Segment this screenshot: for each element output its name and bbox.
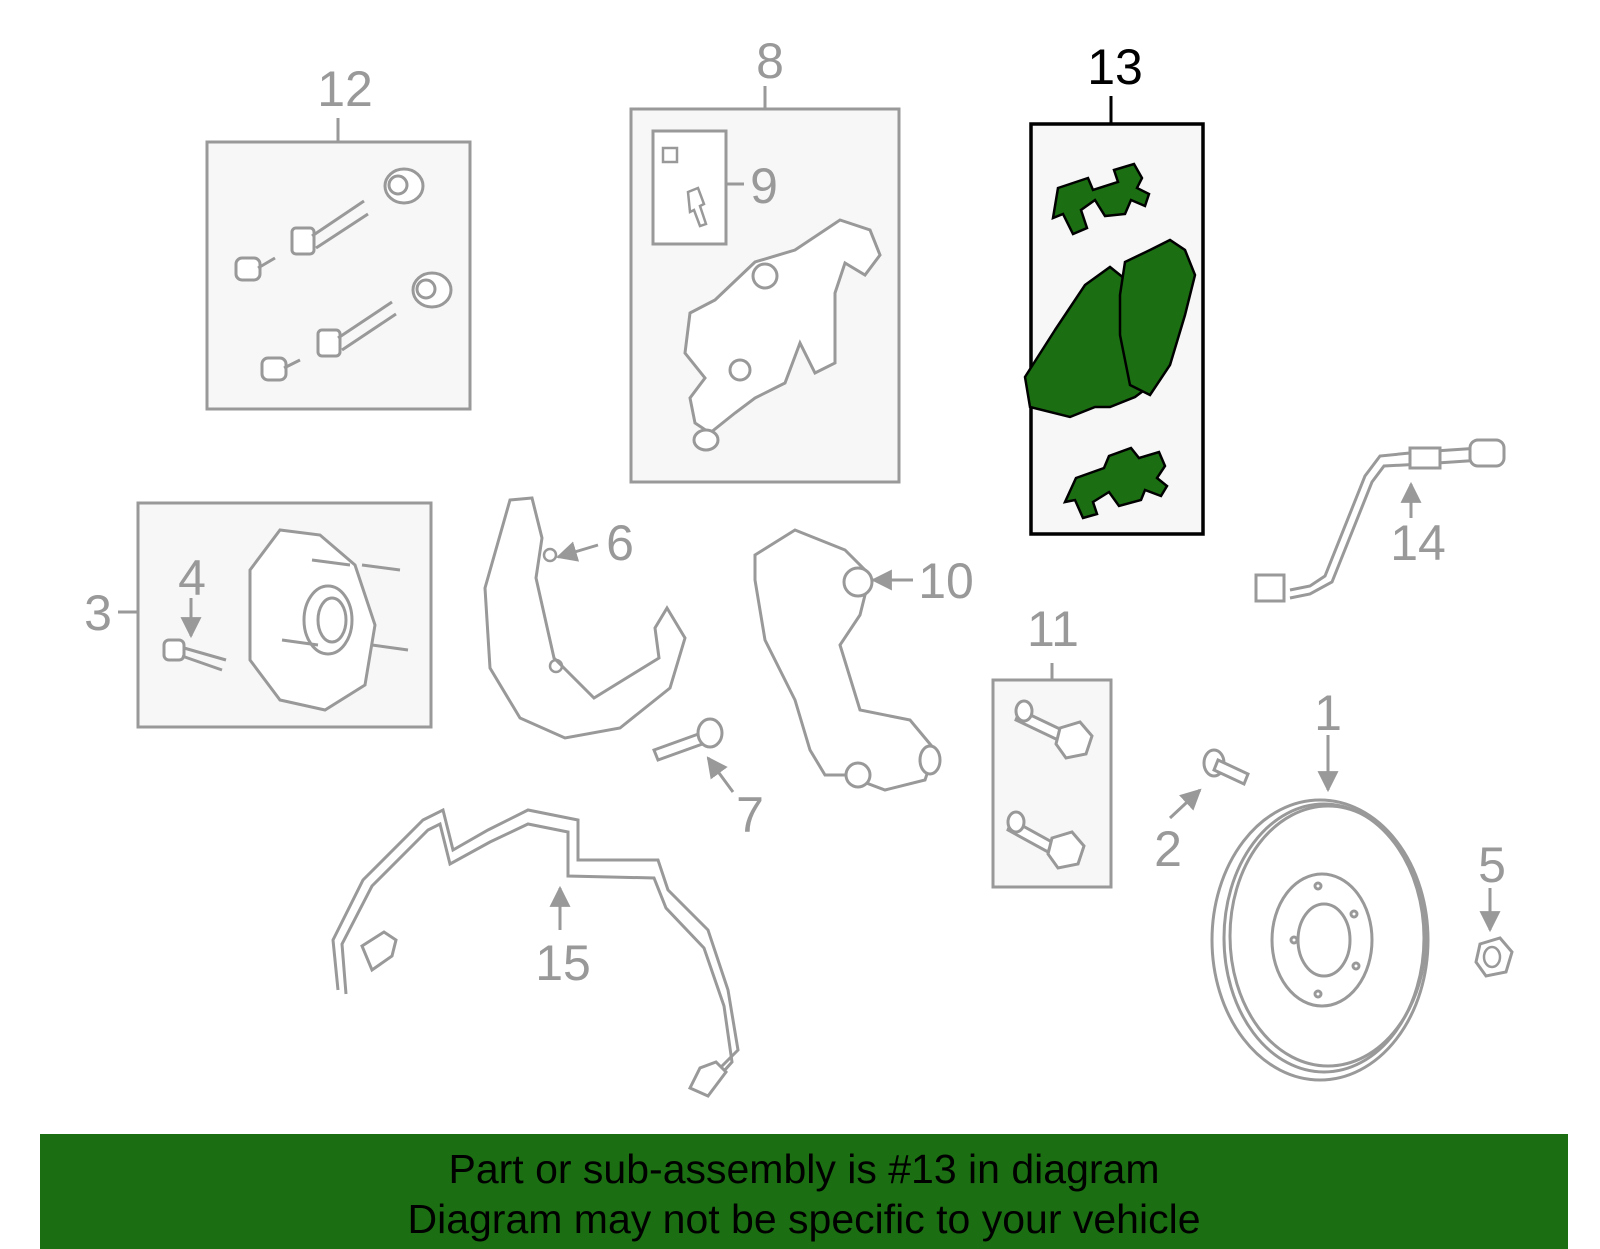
callout-12: 12 <box>317 61 373 117</box>
notice-banner: Part or sub-assembly is #13 in diagram D… <box>40 1134 1568 1249</box>
part-11-bracket-bolts[interactable]: 11 <box>991 601 1113 889</box>
wheel-hub-icon <box>248 528 409 712</box>
brake-rotor-icon <box>1210 798 1430 1082</box>
callout-9: 9 <box>750 158 778 214</box>
callout-10: 10 <box>918 553 974 609</box>
callout-2: 2 <box>1154 821 1182 877</box>
part-13-brake-pad-kit[interactable]: 13 <box>1023 39 1205 536</box>
caliper-body-icon <box>683 218 882 435</box>
callout-15: 15 <box>535 935 591 991</box>
bleeder-screw-icon <box>686 186 708 228</box>
part-5-nut[interactable]: 5 <box>1474 837 1514 978</box>
callout-13: 13 <box>1087 39 1143 95</box>
bracket-bolt-icon <box>1006 699 1094 870</box>
splash-shield-icon <box>483 496 687 740</box>
guide-pin-hardware-icon <box>234 167 453 382</box>
part-8-caliper[interactable]: 8 9 <box>629 33 901 484</box>
callout-4: 4 <box>178 550 206 606</box>
callout-14: 14 <box>1390 515 1446 571</box>
part-7-bolt[interactable]: 7 <box>652 717 764 843</box>
callout-7: 7 <box>736 787 764 843</box>
notice-line-2: Diagram may not be specific to your vehi… <box>407 1196 1201 1242</box>
callout-5: 5 <box>1478 837 1506 893</box>
part-6-splash-shield[interactable]: 6 <box>483 496 687 740</box>
part-12-guide-pin-kit[interactable]: 12 <box>205 61 472 411</box>
part-4-wheel-stud[interactable]: 4 <box>162 550 227 672</box>
brake-hose-icon <box>1289 446 1481 592</box>
callout-3: 3 <box>84 585 112 641</box>
callout-6: 6 <box>606 515 634 571</box>
callout-8: 8 <box>756 33 784 89</box>
hex-nut-icon <box>1474 936 1514 978</box>
notice-line-1: Part or sub-assembly is #13 in diagram <box>448 1146 1160 1192</box>
part-1-brake-rotor[interactable]: 1 <box>1210 685 1430 1082</box>
part-15-abs-sensor[interactable]: 15 <box>331 807 740 1098</box>
callout-1: 1 <box>1314 685 1342 741</box>
brake-pad-inner-icon <box>1118 238 1197 397</box>
part-14-brake-hose[interactable]: 14 <box>1254 438 1506 603</box>
part-9-bleeder-kit[interactable]: 9 <box>651 129 778 246</box>
part-10-caliper-bracket[interactable]: 10 <box>753 528 974 792</box>
pad-clip-lower-icon <box>1062 446 1169 520</box>
callout-11: 11 <box>1027 601 1079 657</box>
pad-clip-upper-icon <box>1051 162 1151 236</box>
part-2-retaining-screw[interactable]: 2 <box>1154 748 1250 877</box>
caliper-bracket-icon <box>753 528 937 792</box>
abs-sensor-wire-icon <box>331 807 740 1072</box>
part-3-hub-assembly[interactable]: 3 4 <box>84 501 433 729</box>
